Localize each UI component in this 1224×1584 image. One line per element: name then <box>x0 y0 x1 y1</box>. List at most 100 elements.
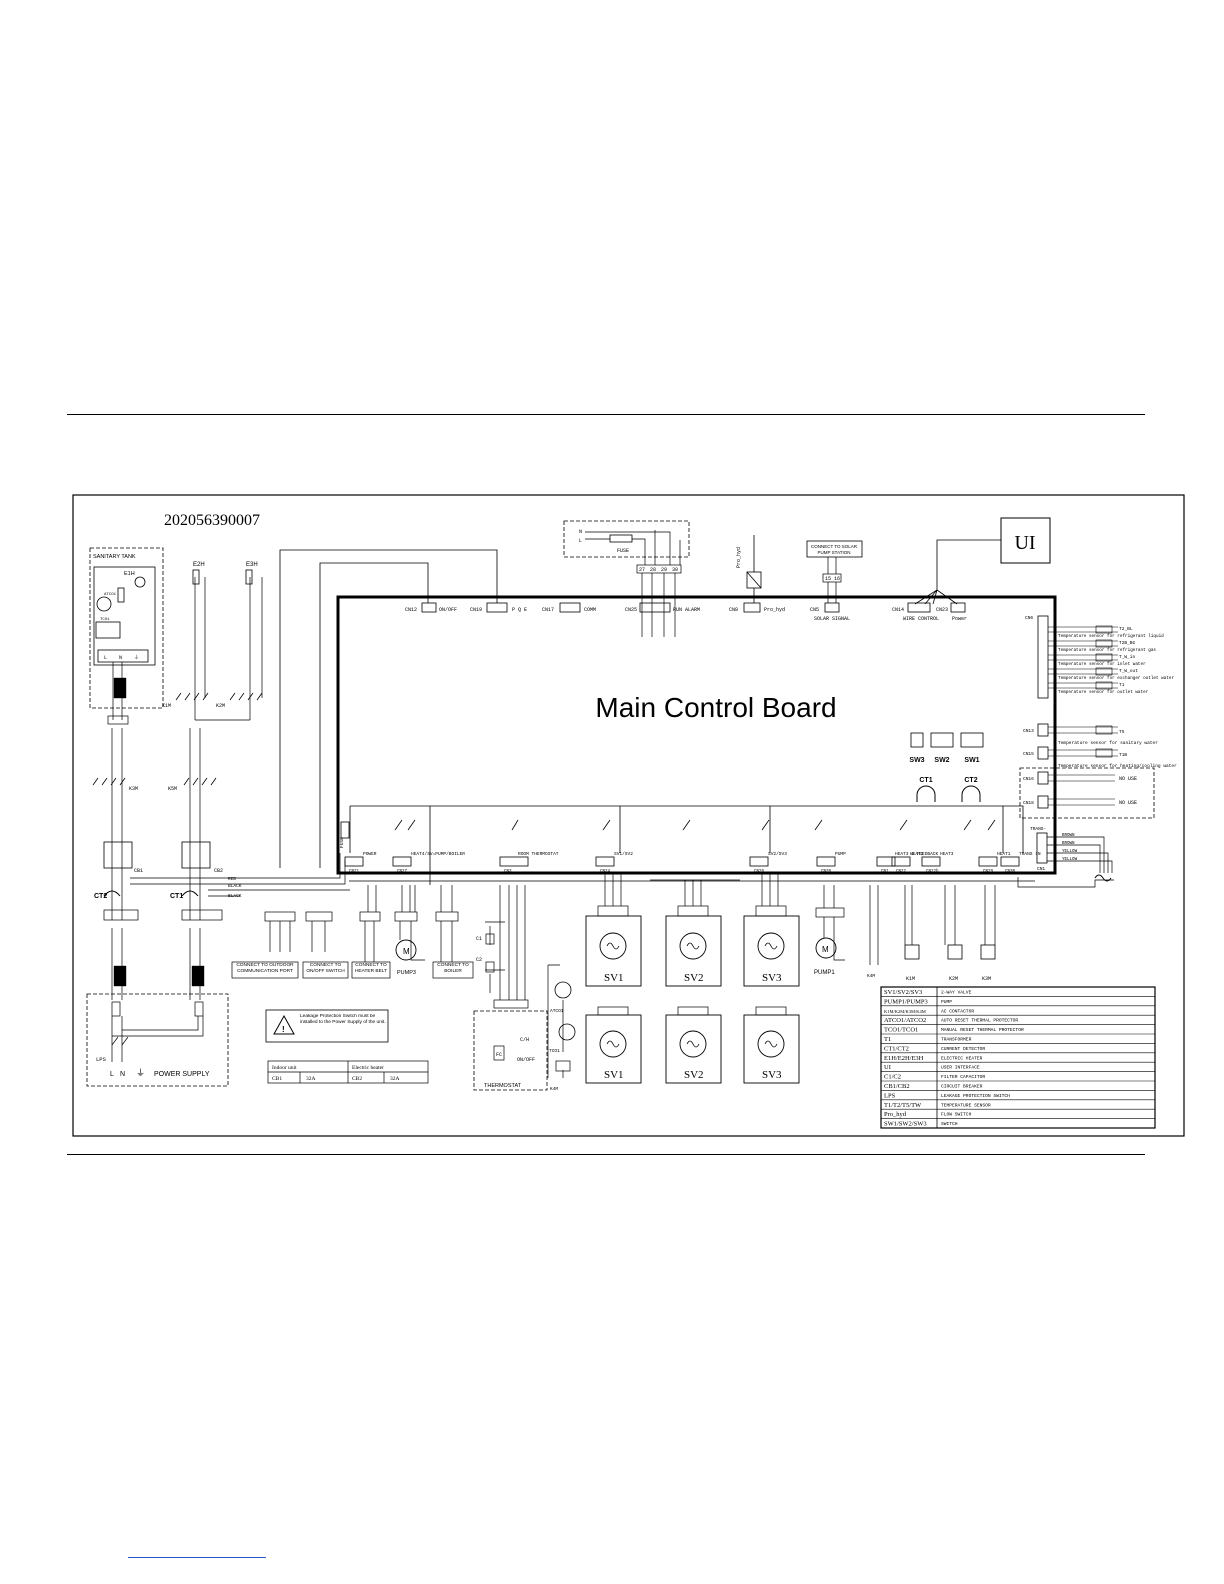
cn6-connector <box>1037 615 1049 699</box>
bottom-connector-name: SV1/SV2 <box>614 851 633 857</box>
top-left-wires <box>279 549 498 868</box>
svg-text:TCO1: TCO1 <box>100 618 110 622</box>
bottom-connector-name: HEAT3 <box>940 851 954 857</box>
lps-label: LPS <box>96 1056 107 1063</box>
bottom-connector-id: CN27 <box>397 870 408 874</box>
svg-text:K2M: K2M <box>216 703 225 709</box>
legend-desc: ELECTRIC HEATER <box>941 1055 983 1061</box>
wire-color-label: YELLOW <box>1062 850 1078 854</box>
pump1-motor <box>815 937 837 959</box>
svg-text:Indoor unit: Indoor unit <box>272 1065 297 1071</box>
bottom-connector <box>921 856 941 867</box>
legend-code: K1M/K2M/K3M/K4M <box>884 1009 926 1014</box>
bottom-connector <box>392 856 412 867</box>
svg-text:⏚: ⏚ <box>134 654 139 661</box>
leakage-note-text: Leakage Protection Switch must be instal… <box>300 1014 386 1025</box>
svg-text:C1: C1 <box>476 936 482 942</box>
tco1-symbol <box>95 621 121 639</box>
valve-body <box>585 915 642 987</box>
legend-code: TCO1/TCO1 <box>884 1027 918 1034</box>
footer-link-underline[interactable] <box>128 1557 266 1558</box>
thermostat-label: THERMOSTAT <box>484 1083 522 1089</box>
svg-text:K1M: K1M <box>162 703 171 709</box>
cn12-id: CN12 <box>405 607 417 613</box>
pump1-label: PUMP1 <box>814 970 835 976</box>
pro-hyd-label: Pro_hyd <box>736 547 742 568</box>
svg-text:C/H: C/H <box>520 1037 529 1043</box>
legend-desc: AC CONTACTOR <box>941 1008 974 1014</box>
svg-text:Temperature sensor for sanitar: Temperature sensor for sanitary water <box>1058 740 1158 746</box>
sensor-tag: T_W_out <box>1119 668 1138 674</box>
connect-boxes: CONNECT TO OUTDOOR COMMUNICATION PORTCON… <box>231 961 474 979</box>
svg-text:RED: RED <box>228 876 236 882</box>
bottom-connector <box>749 856 769 867</box>
svg-text:N: N <box>579 529 582 535</box>
cn5-name: SOLAR SIGNAL <box>814 616 850 622</box>
bottom-connector <box>344 856 364 867</box>
ct1-label: CT1 <box>170 893 183 900</box>
tco1-icon <box>558 1023 576 1041</box>
wire-color-label: BROWN <box>1062 842 1075 846</box>
connect-box-label: CONNECT TO OUTDOOR COMMUNICATION PORT <box>236 963 294 974</box>
legend-code: T1 <box>884 1036 891 1043</box>
bottom-connector <box>876 856 896 867</box>
svg-text:32A: 32A <box>390 1076 400 1082</box>
svg-text:K5M: K5M <box>168 786 177 792</box>
cn14-id: CN14 <box>892 607 904 613</box>
coil-label: K1M <box>906 976 915 982</box>
bottom-connector <box>595 856 615 867</box>
trans-connector <box>1036 832 1048 864</box>
svg-text:N: N <box>119 655 122 661</box>
run-alarm-box <box>563 520 690 558</box>
valve-label-bottom: SV3 <box>762 1069 782 1081</box>
bottom-connector-id: CN1 <box>881 870 889 874</box>
ct1-board-label: CT1 <box>919 777 932 784</box>
legend-code: C1/C2 <box>884 1074 901 1081</box>
valve-body <box>743 915 800 987</box>
power-supply-box <box>86 993 229 1087</box>
bottom-connector-name: ROOM THERMOSTAT <box>518 851 559 857</box>
valve-label-top: SV3 <box>762 972 782 984</box>
e1h-label: E1H <box>124 571 135 577</box>
legend-code: Pro_hyd <box>884 1111 907 1118</box>
legend-code: E1H/E2H/E3H <box>884 1055 924 1062</box>
run-alarm-fuse-label: FUSE <box>617 548 629 554</box>
cable-clamp-1 <box>113 677 127 699</box>
legend-desc: FILTER CAPACITOR <box>941 1074 985 1080</box>
sensor-tag: T1 <box>1119 682 1125 688</box>
legend-code: CB1/CB2 <box>884 1083 910 1090</box>
legend-desc: CIRCUIT BREAKER <box>941 1084 983 1090</box>
rating-table: Indoor unit Electric heater CB1 32A CB2 … <box>267 1060 429 1084</box>
external-terminals <box>264 885 459 962</box>
valve-label-top: SV1 <box>604 972 624 984</box>
sw1-label: SW1 <box>964 757 979 764</box>
cn23-id: CN23 <box>936 607 948 613</box>
no-use-box <box>1019 767 1155 819</box>
ground-icon: ⏚ <box>136 1068 145 1078</box>
terminals-27-30: 27 28 29 30 <box>636 564 682 574</box>
bottom-connector-name: SV2/SV3 <box>768 851 787 857</box>
sw3-label: SW3 <box>909 757 924 764</box>
svg-text:K4M: K4M <box>867 973 875 979</box>
legend-code: SV1/SV2/SV3 <box>884 989 922 996</box>
legend-code: T1/T2/T5/TW <box>884 1102 922 1109</box>
cb2-breaker <box>181 841 211 869</box>
bottom-connector-id: CN22b <box>926 869 939 874</box>
bottom-rule <box>67 1154 1145 1155</box>
legend-desc: SWITCH <box>941 1121 958 1127</box>
cn5-id: CN5 <box>810 607 819 613</box>
cn25-id: CN25 <box>625 607 637 613</box>
svg-text:!: ! <box>282 1025 285 1034</box>
bottom-connector-id: CN29 <box>983 870 994 874</box>
sensor-tag: T2_BL <box>1119 626 1133 632</box>
legend-desc: FLOW SWITCH <box>941 1112 972 1118</box>
cn8-name: Pro_hyd <box>764 607 785 613</box>
transformer-coil <box>1094 874 1112 882</box>
svg-text:M: M <box>403 947 410 956</box>
valve-label-bottom: SV1 <box>604 1069 624 1081</box>
cn17-name: COMM <box>584 607 596 613</box>
bottom-connector-id: CN3 <box>504 870 512 874</box>
board-bus <box>349 805 1035 885</box>
